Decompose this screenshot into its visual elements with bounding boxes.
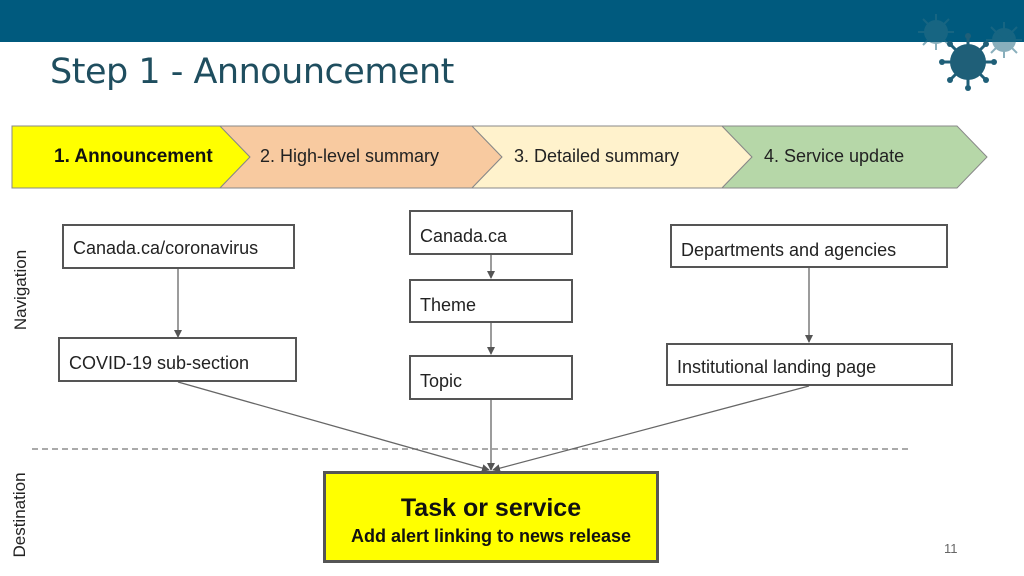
top-bar xyxy=(0,0,1024,42)
process-chevrons xyxy=(11,125,988,189)
page-title: Step 1 - Announcement xyxy=(50,52,454,92)
page-number: 11 xyxy=(944,541,958,556)
node-theme[interactable]: Theme xyxy=(409,279,573,323)
node-label: Topic xyxy=(420,371,463,391)
navigation-label: Navigation xyxy=(11,249,30,331)
task-box[interactable]: Task or service Add alert linking to new… xyxy=(323,471,659,563)
node-label: Theme xyxy=(420,295,477,315)
node-label: Departments and agencies xyxy=(681,240,897,260)
destination-label: Destination xyxy=(10,472,29,558)
node-departments[interactable]: Departments and agencies xyxy=(670,224,948,268)
node-label: COVID-19 sub-section xyxy=(69,353,250,373)
node-label: Canada.ca/coronavirus xyxy=(73,238,259,258)
node-label: Canada.ca xyxy=(420,226,508,246)
task-title: Task or service xyxy=(400,494,582,522)
step-3-label: 3. Detailed summary xyxy=(514,146,680,166)
task-subtitle: Add alert linking to news release xyxy=(350,526,632,546)
step-4-chevron[interactable] xyxy=(720,125,988,189)
step-1-label: 1. Announcement xyxy=(54,146,213,167)
node-topic[interactable]: Topic xyxy=(409,355,573,400)
node-covid-subsection[interactable]: COVID-19 sub-section xyxy=(58,337,297,382)
step-4-label: 4. Service update xyxy=(764,146,905,166)
node-canada-coronavirus[interactable]: Canada.ca/coronavirus xyxy=(62,224,295,269)
node-canada-ca[interactable]: Canada.ca xyxy=(409,210,573,255)
node-label: Institutional landing page xyxy=(677,357,877,377)
node-institutional[interactable]: Institutional landing page xyxy=(666,343,953,386)
virus-icon xyxy=(918,14,1022,91)
step-2-label: 2. High-level summary xyxy=(260,146,440,166)
